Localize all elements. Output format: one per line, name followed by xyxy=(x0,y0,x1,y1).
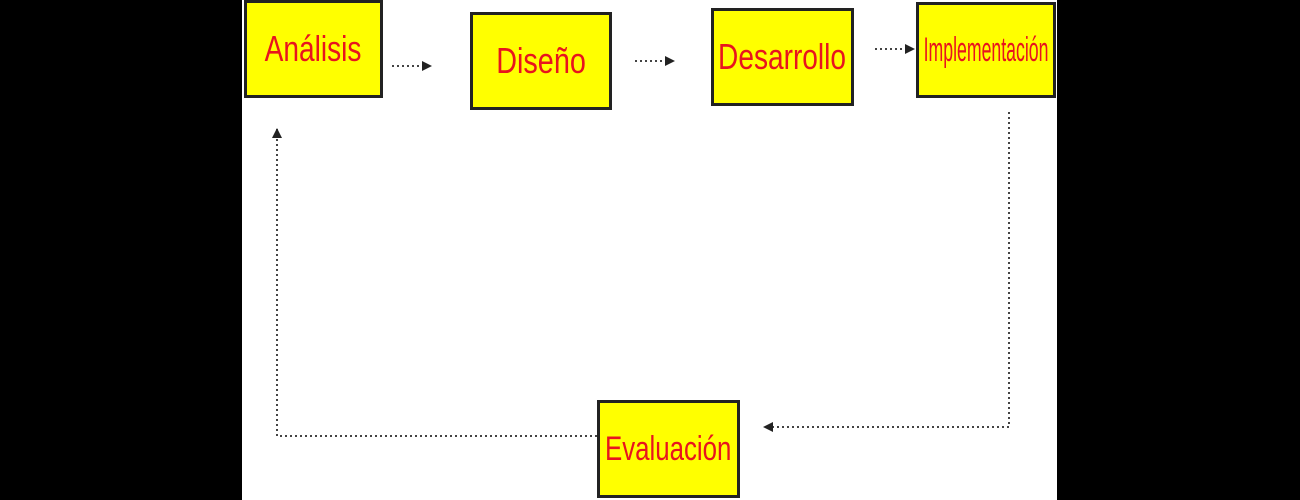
node-implementacion-label: Implementación xyxy=(923,30,1049,69)
node-evaluacion-label: Evaluación xyxy=(605,429,732,468)
node-diseno-label: Diseño xyxy=(496,40,586,81)
connectors xyxy=(272,44,1010,437)
node-desarrollo: Desarrollo xyxy=(711,8,854,106)
node-analisis-label: Análisis xyxy=(265,28,362,69)
node-analisis: Análisis xyxy=(244,0,383,98)
node-desarrollo-label: Desarrollo xyxy=(718,36,847,77)
node-implementacion: Implementación xyxy=(916,2,1056,98)
node-evaluacion: Evaluación xyxy=(597,400,740,498)
node-diseno: Diseño xyxy=(470,12,612,110)
arrow-evaluacion-analisis xyxy=(272,128,597,437)
arrow-implementacion-evaluacion xyxy=(763,112,1010,432)
diagram-panel: Análisis Diseño Desarrollo Implementació… xyxy=(242,0,1057,500)
